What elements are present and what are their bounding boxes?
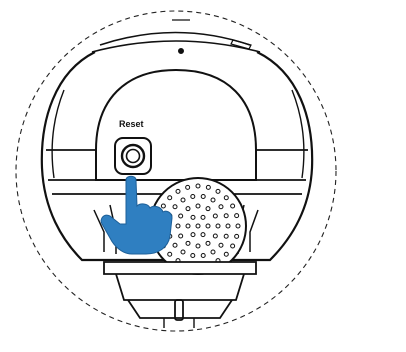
reset-button-icon[interactable] bbox=[115, 138, 151, 174]
camera-head-inner-band bbox=[52, 90, 64, 178]
reset-label: Reset bbox=[119, 119, 144, 129]
camera-top-lid bbox=[92, 20, 260, 53]
camera-base-stand bbox=[104, 262, 256, 328]
rotation-boundary-circle bbox=[16, 11, 336, 331]
